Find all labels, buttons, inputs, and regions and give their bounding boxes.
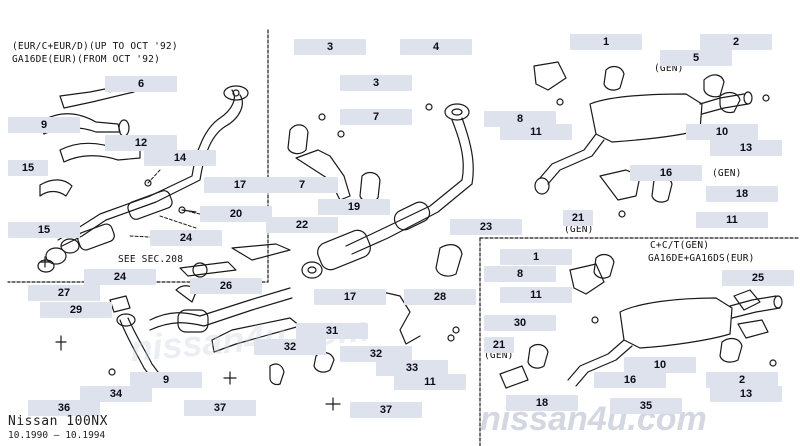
part-callout-2[interactable]: 2 [700,34,772,50]
part-callout-15[interactable]: 15 [8,160,48,176]
part-callout-24b[interactable]: 24 [84,269,156,285]
model-label: Nissan 100NX 10.1990 – 10.1994 [8,414,108,441]
part-callout-3b[interactable]: 3 [340,75,412,91]
center-pipe [301,103,474,345]
part-callout-22[interactable]: 22 [266,217,338,233]
part-callout-11b[interactable]: 11 [696,212,768,228]
front-pipe-inset [37,83,249,273]
part-callout-32[interactable]: 32 [254,339,326,355]
part-callout-16[interactable]: 16 [630,165,702,181]
part-callout-18b[interactable]: 18 [506,395,578,411]
part-callout-30[interactable]: 30 [484,315,556,331]
part-callout-1b[interactable]: 1 [500,249,572,265]
part-callout-31[interactable]: 31 [296,323,368,339]
part-callout-34[interactable]: 34 [80,386,152,402]
part-callout-9[interactable]: 9 [8,117,80,133]
part-callout-37[interactable]: 37 [184,400,256,416]
gen-tag-2: (GEN) [712,168,742,179]
part-callout-23[interactable]: 23 [450,219,522,235]
part-callout-2b[interactable]: 2 [706,372,778,388]
part-callout-11d[interactable]: 11 [394,374,466,390]
section-border-top-left [7,29,269,283]
part-callout-11[interactable]: 11 [500,124,572,140]
rear-muffler-top [533,61,770,218]
part-callout-14[interactable]: 14 [144,150,216,166]
part-callout-27[interactable]: 27 [28,285,100,301]
part-callout-1[interactable]: 1 [570,34,642,50]
part-callout-8[interactable]: 8 [484,111,556,127]
part-callout-33[interactable]: 33 [376,360,448,376]
part-callout-21[interactable]: 21 [563,210,593,226]
part-callout-20[interactable]: 20 [200,206,272,222]
part-callout-16b[interactable]: 16 [594,372,666,388]
part-callout-8b[interactable]: 8 [484,266,556,282]
variant-note-4: GA16DE+GA16DS(EUR) [648,253,755,264]
part-callout-36[interactable]: 36 [28,400,100,416]
part-callout-24[interactable]: 24 [150,230,222,246]
part-callout-29[interactable]: 29 [40,302,112,318]
part-callout-9b[interactable]: 9 [130,372,202,388]
variant-note-3: C+C/T(GEN) [650,240,710,251]
part-callout-18[interactable]: 18 [706,186,778,202]
part-callout-5[interactable]: 5 [660,50,732,66]
part-callout-32b[interactable]: 32 [340,346,412,362]
part-callout-15b[interactable]: 15 [8,222,80,238]
part-callout-7[interactable]: 7 [340,109,412,125]
model-name: Nissan 100NX [8,414,108,429]
variant-note-1: (EUR/C+EUR/D)(UP TO OCT '92) [12,41,178,52]
part-callout-26[interactable]: 26 [190,278,262,294]
model-dates: 10.1990 – 10.1994 [8,430,106,441]
part-callout-7b[interactable]: 7 [266,177,338,193]
part-callout-17b[interactable]: 17 [314,289,386,305]
rear-muffler-bottom [499,253,783,389]
part-callout-3[interactable]: 3 [294,39,366,55]
part-callout-10[interactable]: 10 [686,124,758,140]
part-callout-13b[interactable]: 13 [710,386,782,402]
gen-tag-3: (GEN) [564,224,594,235]
part-callout-35[interactable]: 35 [610,398,682,414]
part-callout-13[interactable]: 13 [710,140,782,156]
part-callout-10b[interactable]: 10 [624,357,696,373]
see-section-note: SEE SEC.208 [118,254,184,265]
part-callout-11c[interactable]: 11 [500,287,572,303]
part-callout-28[interactable]: 28 [404,289,476,305]
variant-note-2: GA16DE(EUR)(FROM OCT '92) [12,54,160,65]
part-callout-19[interactable]: 19 [318,199,390,215]
part-callout-12[interactable]: 12 [105,135,177,151]
part-callout-4[interactable]: 4 [400,39,472,55]
part-callout-6[interactable]: 6 [105,76,177,92]
gen-tag-1: (GEN) [654,63,684,74]
part-callout-37b[interactable]: 37 [350,402,422,418]
part-callout-21b[interactable]: 21 [484,337,514,353]
gen-tag-4: (GEN) [484,350,514,361]
part-callout-17[interactable]: 17 [204,177,276,193]
part-callout-25[interactable]: 25 [722,270,794,286]
